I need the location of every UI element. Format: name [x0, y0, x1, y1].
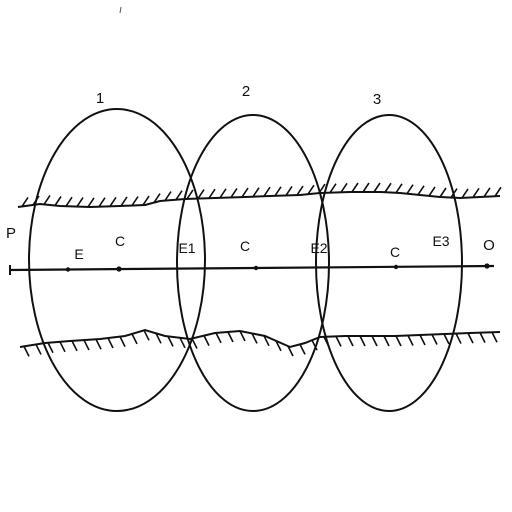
- label-e3: E3: [432, 233, 449, 249]
- label-e: E: [74, 246, 83, 262]
- point-e: [65, 267, 71, 272]
- bottom-wall-hatching: [23, 329, 498, 357]
- top-wall-line: [17, 191, 501, 209]
- top-wall-hatching: [21, 182, 502, 208]
- circle-1-label: 1: [96, 90, 104, 107]
- circle-3-label: 3: [373, 91, 381, 108]
- label-c1: C: [115, 233, 125, 249]
- stray-mark: [119, 6, 122, 14]
- circle-1: [28, 108, 206, 412]
- label-e2: E2: [310, 240, 327, 256]
- circle-3: [315, 114, 463, 412]
- label-c2: C: [240, 238, 250, 254]
- circle-2-label: 2: [242, 83, 250, 100]
- point-c2: [253, 265, 259, 271]
- label-e1: E1: [178, 240, 195, 256]
- circle-2: [176, 114, 330, 412]
- central-axis-line: [9, 264, 495, 272]
- bottom-wall-line: [19, 328, 501, 349]
- point-c3: [393, 264, 399, 270]
- point-c1: [116, 266, 122, 272]
- label-o: O: [483, 237, 495, 254]
- label-c3: C: [390, 244, 400, 260]
- point-o: [484, 263, 490, 269]
- label-p: P: [6, 225, 16, 242]
